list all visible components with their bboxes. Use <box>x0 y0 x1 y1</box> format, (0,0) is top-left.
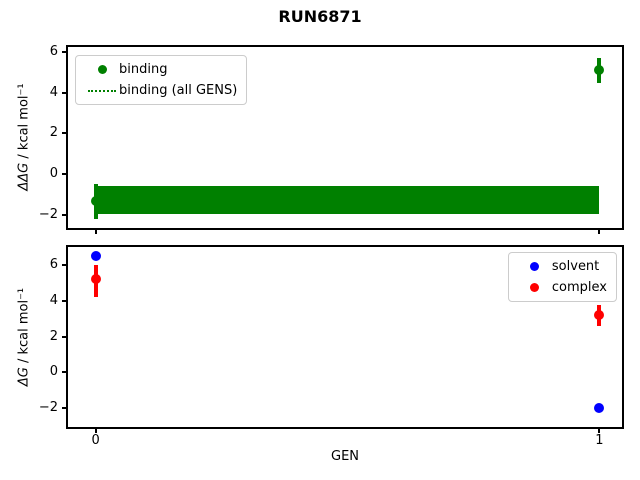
complex-marker <box>90 274 101 285</box>
y-tick <box>62 213 66 216</box>
y-tick <box>62 132 66 135</box>
x-tick-label: 1 <box>595 433 604 448</box>
y-tick <box>62 299 66 302</box>
y-tick <box>62 371 66 374</box>
y-tick-label: 0 <box>49 166 58 182</box>
legend-circle-marker-icon <box>85 65 119 74</box>
y-tick <box>62 91 66 94</box>
legend-item: binding <box>85 59 237 80</box>
x-tick-label: 0 <box>91 433 100 448</box>
legend-item-label: complex <box>551 280 607 295</box>
y-tick <box>62 407 66 410</box>
y-tick <box>62 51 66 54</box>
binding-marker <box>90 195 101 206</box>
legend-item: solvent <box>518 256 607 277</box>
y-tick-label: 2 <box>49 328 58 344</box>
y-tick <box>62 173 66 176</box>
legend: binding binding (all GENS) <box>75 55 248 105</box>
y-tick-label: 6 <box>49 256 58 272</box>
subplot-binding: 6 4 2 0 −2 binding binding (all GENS) <box>39 45 624 234</box>
binding-all-gens-band <box>95 186 600 214</box>
y-tick-label: 6 <box>49 44 58 60</box>
x-tick <box>94 230 97 234</box>
legend-dotted-line-icon <box>85 89 119 92</box>
figure-title: RUN6871 <box>278 7 362 26</box>
subplot-solvent-complex: 6 4 2 0 −2 0 1 solvent complex <box>39 245 624 448</box>
legend-circle-marker-icon <box>518 262 552 271</box>
y-tick-label: −2 <box>38 206 58 222</box>
legend: solvent complex <box>507 252 617 302</box>
y-tick-label: 2 <box>49 125 58 141</box>
legend-item-label: binding <box>119 62 168 77</box>
legend-item-label: binding (all GENS) <box>119 83 238 98</box>
x-tick <box>598 230 601 234</box>
xlabel-gen: GEN <box>330 449 360 464</box>
x-tick <box>598 429 601 433</box>
binding-marker <box>594 65 605 76</box>
legend-item: complex <box>518 277 607 298</box>
y-tick-label: 4 <box>49 84 58 100</box>
y-tick-label: 4 <box>49 292 58 308</box>
solvent-marker <box>594 403 605 414</box>
complex-marker <box>594 310 605 321</box>
y-tick-label: 0 <box>49 364 58 380</box>
y-tick <box>62 335 66 338</box>
y-tick-label: −2 <box>38 400 58 416</box>
y-tick <box>62 263 66 266</box>
solvent-marker <box>90 250 101 261</box>
legend-item-label: solvent <box>551 259 600 274</box>
legend-item: binding (all GENS) <box>85 80 237 101</box>
x-tick <box>94 429 97 433</box>
legend-circle-marker-icon <box>518 283 552 292</box>
